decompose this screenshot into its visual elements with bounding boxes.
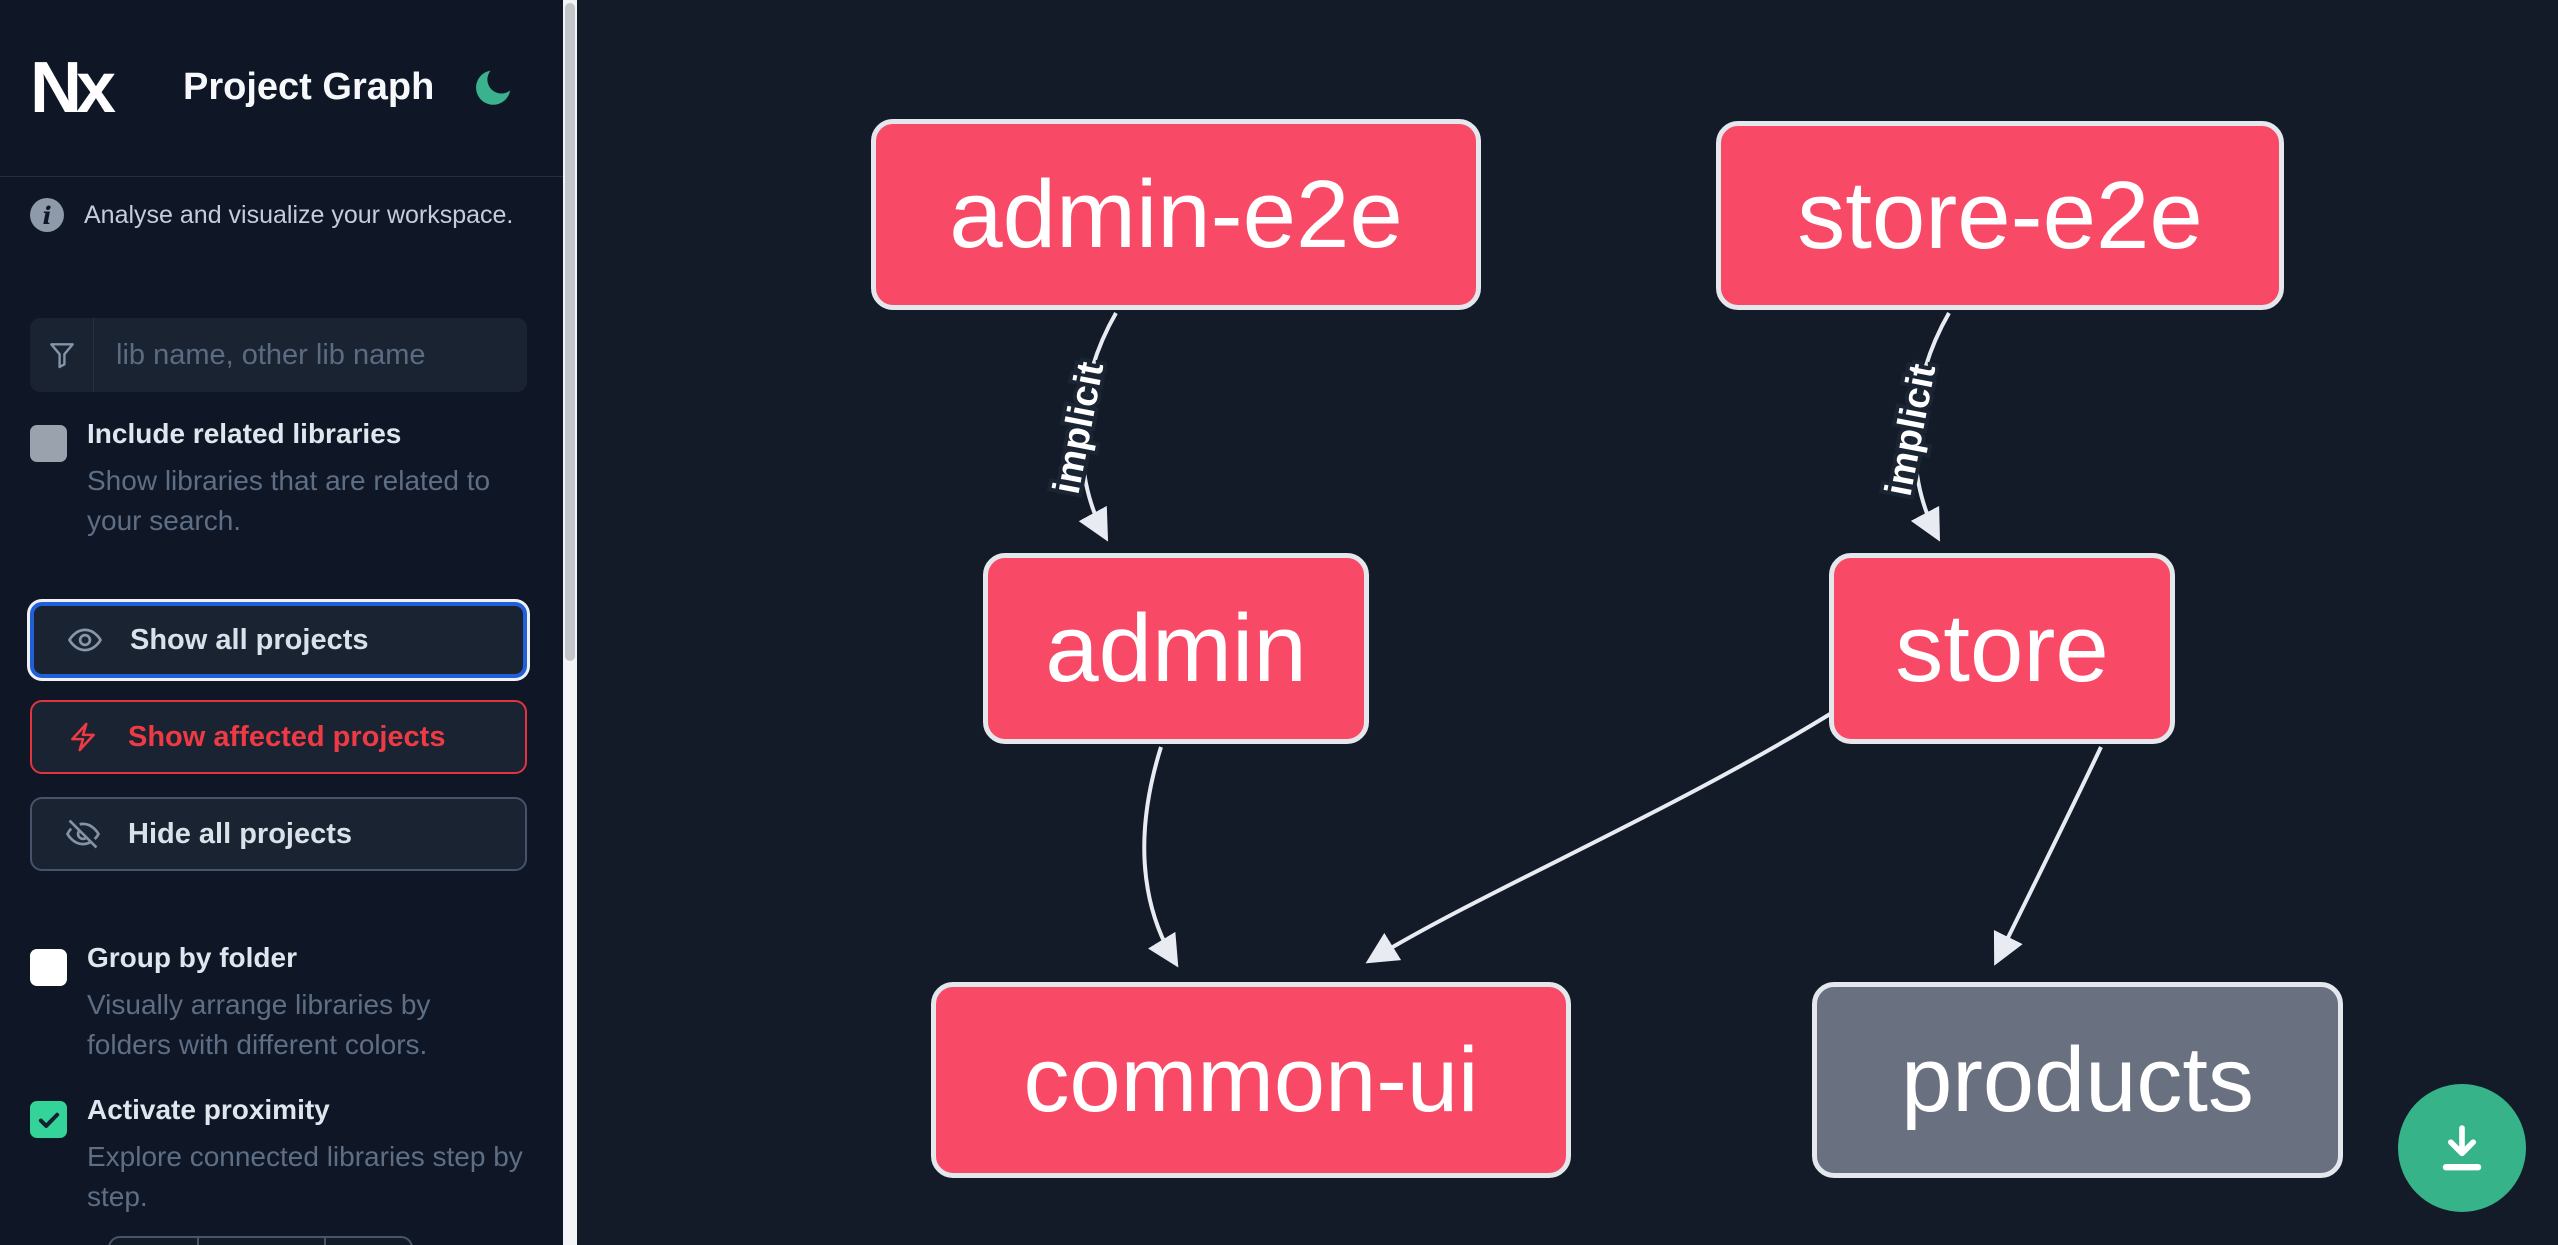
include-related-label: Include related libraries: [87, 418, 402, 449]
sidebar-scrollbar-thumb[interactable]: [565, 3, 575, 661]
page-title: Project Graph: [183, 66, 435, 108]
edge-store-to-common-ui: [1365, 704, 1845, 964]
proximity-depth-stepper[interactable]: [108, 1236, 413, 1245]
group-by-folder-description: Visually arrange libraries by folders wi…: [87, 989, 431, 1060]
show-all-projects-label: Show all projects: [130, 623, 369, 656]
info-icon: i: [30, 198, 64, 232]
activate-proximity-description: Explore connected libraries step by step…: [87, 1141, 523, 1212]
graph-node-common-ui[interactable]: common-ui: [931, 982, 1571, 1178]
show-affected-projects-button[interactable]: Show affected projects: [30, 700, 527, 774]
group-by-folder-checkbox[interactable]: [30, 949, 67, 986]
edge-label-implicit: implicit: [1046, 358, 1113, 497]
show-affected-projects-label: Show affected projects: [128, 720, 446, 753]
sidebar-scrollbar-track[interactable]: [563, 0, 577, 1245]
tagline-text: Analyse and visualize your workspace.: [84, 200, 514, 229]
check-icon: [38, 1112, 59, 1128]
edge-admin-to-common-ui: [1142, 746, 1179, 968]
download-icon: [2442, 1125, 2482, 1171]
bolt-icon: [64, 718, 102, 756]
activate-proximity-label: Activate proximity: [87, 1094, 330, 1125]
graph-node-store[interactable]: store: [1829, 553, 2175, 744]
funnel-icon: [30, 318, 94, 392]
edge-label-implicit: implicit: [1878, 360, 1945, 499]
dark-mode-toggle[interactable]: [468, 64, 516, 112]
graph-node-products[interactable]: products: [1812, 982, 2343, 1178]
download-image-button[interactable]: [2398, 1084, 2526, 1212]
library-filter: [30, 318, 527, 392]
edge-admin-e2e-to-admin: [1078, 311, 1118, 542]
graph-canvas[interactable]: implicit implicit admin-e2e store-e2e ad…: [577, 0, 2558, 1245]
workspace-info: i Analyse and visualize your workspace.: [30, 198, 513, 232]
search-input[interactable]: [94, 318, 527, 392]
stepper-value: [197, 1238, 324, 1245]
nx-logo: Nx: [30, 48, 116, 128]
edge-store-to-products: [1993, 746, 2103, 966]
graph-node-admin-e2e[interactable]: admin-e2e: [871, 119, 1481, 310]
edge-store-e2e-to-store: [1910, 311, 1951, 542]
hide-all-projects-button[interactable]: Hide all projects: [30, 797, 527, 871]
moon-icon: [476, 70, 511, 105]
activate-proximity-checkbox[interactable]: [30, 1101, 67, 1138]
group-by-folder-label: Group by folder: [87, 942, 297, 973]
sidebar-header: Nx Project Graph: [0, 0, 563, 176]
eye-off-icon: [64, 815, 102, 853]
stepper-increment[interactable]: [324, 1238, 411, 1245]
show-all-projects-button[interactable]: Show all projects: [30, 602, 527, 678]
include-related-description: Show libraries that are related to your …: [87, 465, 491, 536]
eye-icon: [66, 621, 104, 659]
stepper-decrement[interactable]: [110, 1238, 197, 1245]
hide-all-projects-label: Hide all projects: [128, 817, 353, 850]
sidebar: Nx Project Graph i Analyse and visualize…: [0, 0, 563, 1245]
graph-edges: implicit implicit: [1042, 311, 2103, 968]
graph-node-admin[interactable]: admin: [983, 553, 1369, 744]
include-related-checkbox[interactable]: [30, 425, 67, 462]
header-divider: [0, 176, 563, 177]
graph-node-store-e2e[interactable]: store-e2e: [1716, 121, 2284, 310]
